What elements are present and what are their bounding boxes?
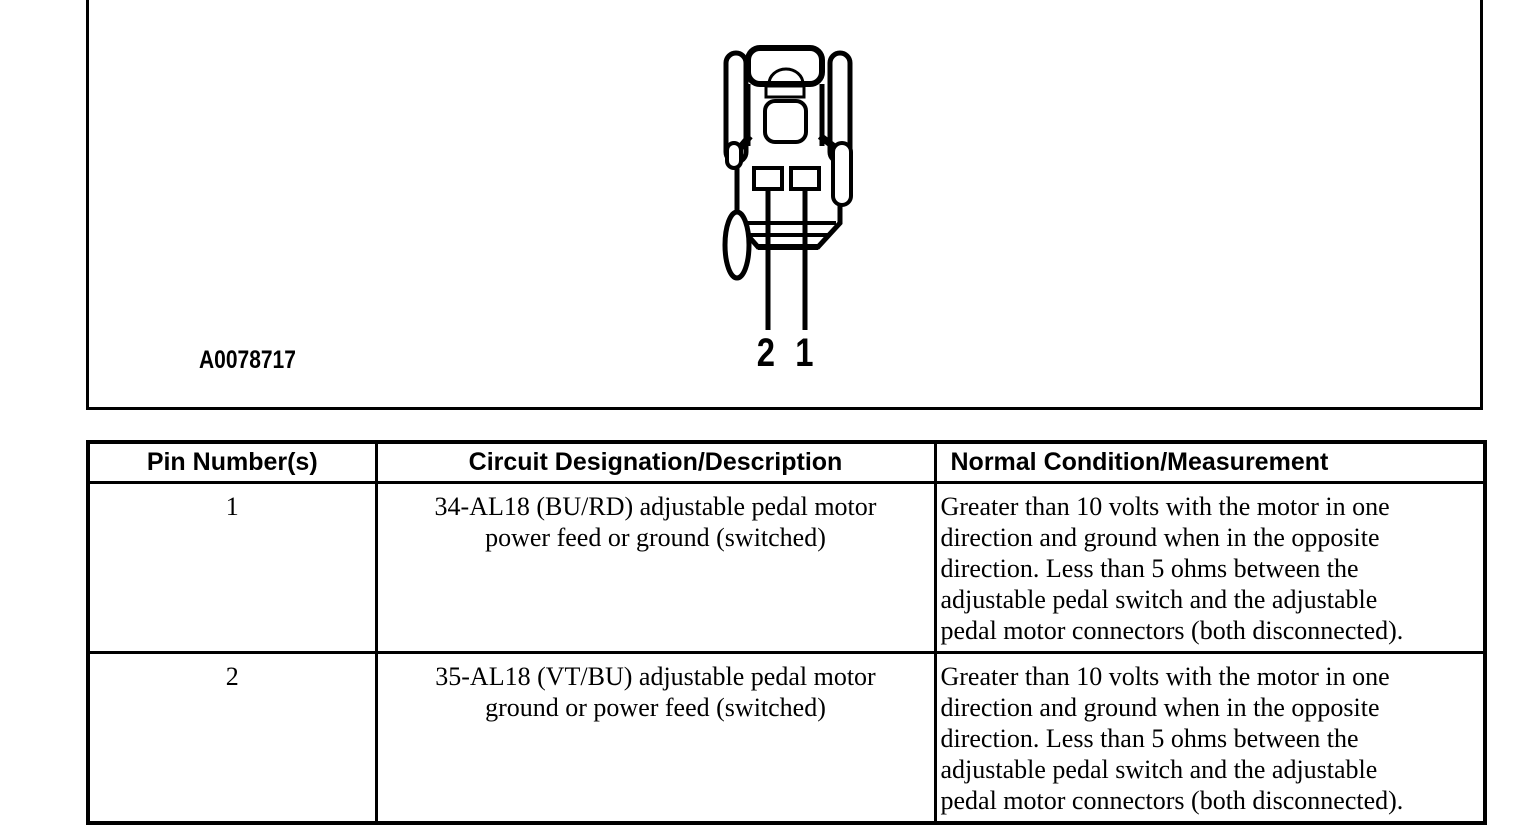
circuit-line: 34-AL18 (BU/RD) adjustable pedal motor xyxy=(434,492,877,521)
condition-line: pedal motor connectors (both disconnecte… xyxy=(940,786,1404,815)
normal-condition-cell: Greater than 10 volts with the motor in … xyxy=(933,481,1487,654)
circuit-line: power feed or ground (switched) xyxy=(485,523,826,552)
condition-line: direction. Less than 5 ohms between the xyxy=(940,724,1359,753)
connector-latch xyxy=(745,45,825,87)
table-row: 2 35-AL18 (VT/BU) adjustable pedal motor… xyxy=(86,651,1487,825)
circuit-line: ground or power feed (switched) xyxy=(485,693,826,722)
header-pin-numbers: Pin Number(s) xyxy=(86,440,378,484)
connector-keyway xyxy=(763,99,808,144)
connector-seal-oval xyxy=(722,209,752,281)
figure-id-label: A0078717 xyxy=(199,346,296,374)
condition-line: direction. Less than 5 ohms between the xyxy=(940,554,1359,583)
condition-line: pedal motor connectors (both disconnecte… xyxy=(940,616,1404,645)
circuit-description-cell: 35-AL18 (VT/BU) adjustable pedal motor g… xyxy=(374,651,937,825)
condition-line: adjustable pedal switch and the adjustab… xyxy=(940,585,1378,614)
header-circuit-designation: Circuit Designation/Description xyxy=(374,440,937,484)
circuit-line: 35-AL18 (VT/BU) adjustable pedal motor xyxy=(435,662,876,691)
connector-pinout-table: Pin Number(s) Circuit Designation/Descri… xyxy=(86,440,1487,825)
connector-pin-label-2: 2 xyxy=(757,330,775,375)
condition-line: Greater than 10 volts with the motor in … xyxy=(940,492,1390,521)
pin-number-cell: 2 xyxy=(86,651,378,825)
pin-number-cell: 1 xyxy=(86,481,378,654)
table-header-row: Pin Number(s) Circuit Designation/Descri… xyxy=(86,440,1487,484)
table-row: 1 34-AL18 (BU/RD) adjustable pedal motor… xyxy=(86,481,1487,654)
connector-tab-right xyxy=(831,141,853,207)
condition-line: Greater than 10 volts with the motor in … xyxy=(940,662,1390,691)
connector-latch-dome xyxy=(767,67,805,85)
condition-line: direction and ground when in the opposit… xyxy=(940,523,1380,552)
condition-line: direction and ground when in the opposit… xyxy=(940,693,1380,722)
connector-pin-label-1: 1 xyxy=(795,330,813,375)
circuit-description-cell: 34-AL18 (BU/RD) adjustable pedal motor p… xyxy=(374,481,937,654)
connector-outline xyxy=(722,45,853,330)
normal-condition-cell: Greater than 10 volts with the motor in … xyxy=(933,651,1487,825)
terminal-cavity-1 xyxy=(789,166,821,191)
connector-bump-left xyxy=(725,141,743,170)
condition-line: adjustable pedal switch and the adjustab… xyxy=(940,755,1378,784)
connector-body xyxy=(734,146,843,250)
header-normal-condition: Normal Condition/Measurement xyxy=(933,440,1487,484)
terminal-cavity-2 xyxy=(752,166,784,191)
connector-latch-slot xyxy=(764,84,806,99)
